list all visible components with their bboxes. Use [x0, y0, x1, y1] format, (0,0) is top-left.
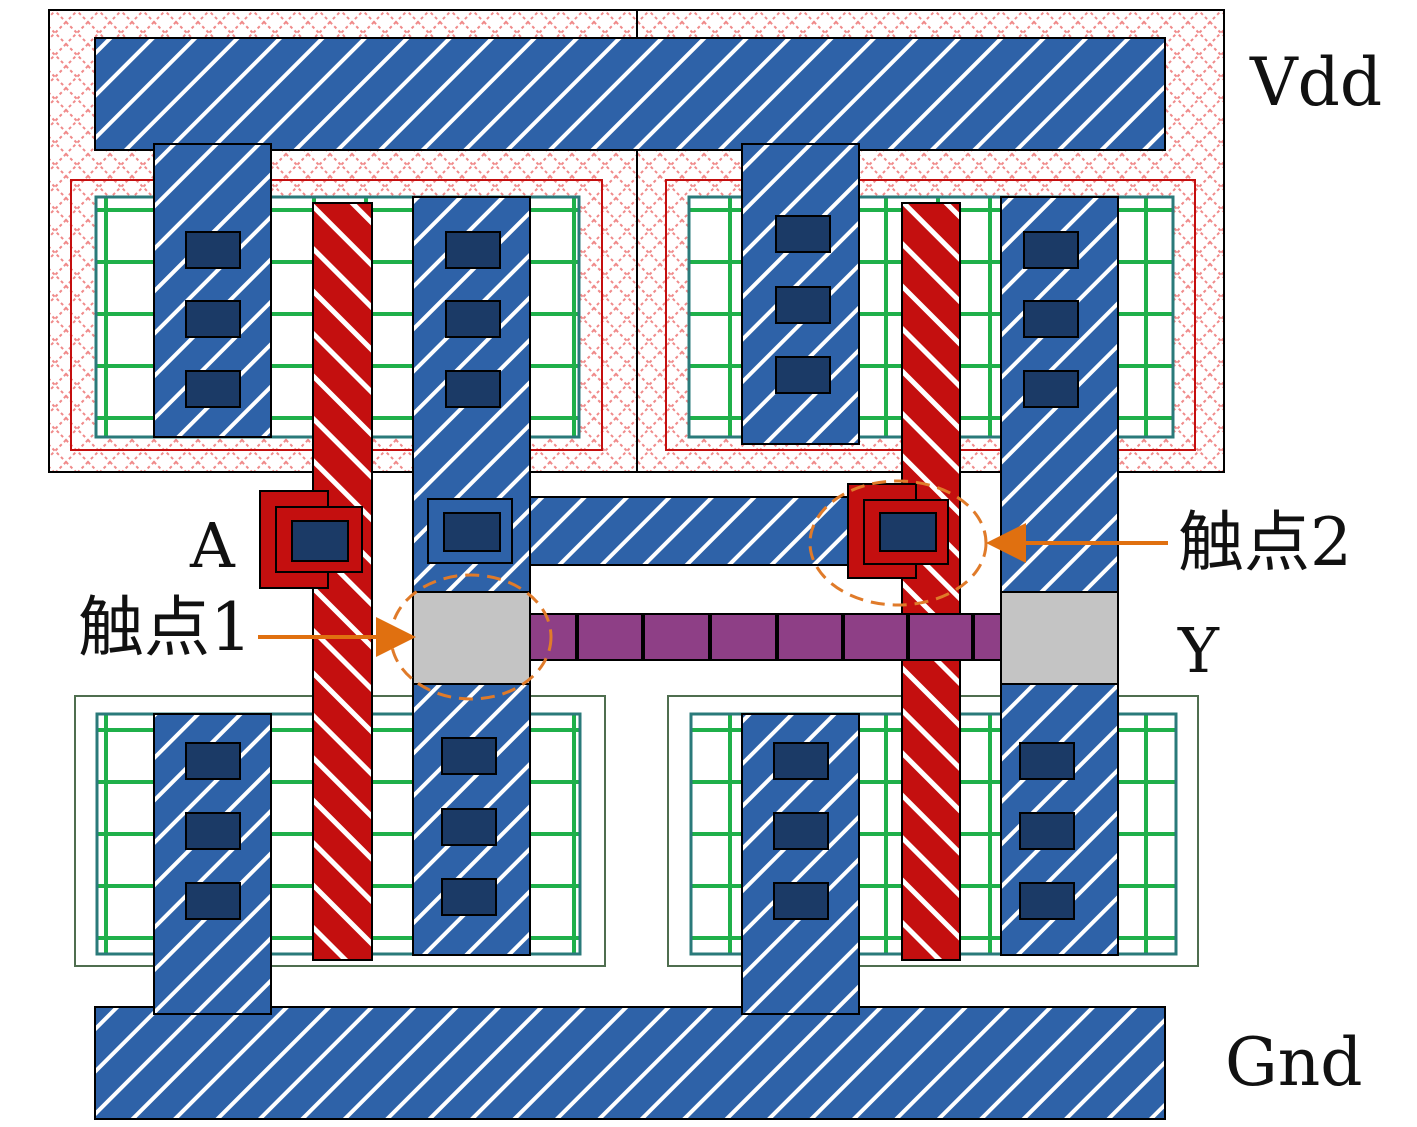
defect-bridge — [529, 613, 1002, 661]
contact-1-label: 触点1 — [78, 589, 252, 666]
contact-squares — [185, 215, 1079, 920]
input-a-label: A — [190, 509, 235, 582]
metal-horizontal-bar — [529, 496, 871, 566]
contact-2-label: 触点2 — [1178, 504, 1352, 581]
gnd-label: Gnd — [1225, 1024, 1363, 1101]
poly-contact-a — [259, 490, 363, 589]
poly-contact-2 — [847, 483, 949, 579]
metal-contact-middle — [427, 498, 513, 564]
via-block-right — [1000, 591, 1119, 685]
vdd-label: Vdd — [1250, 44, 1383, 121]
gnd-rail — [94, 1006, 1166, 1120]
poly-gate-right — [901, 202, 961, 961]
metal-strap-pmos-left — [153, 143, 272, 438]
output-y-label: Y — [1178, 614, 1219, 687]
vdd-rail — [94, 37, 1166, 151]
via-block-left — [412, 591, 531, 685]
